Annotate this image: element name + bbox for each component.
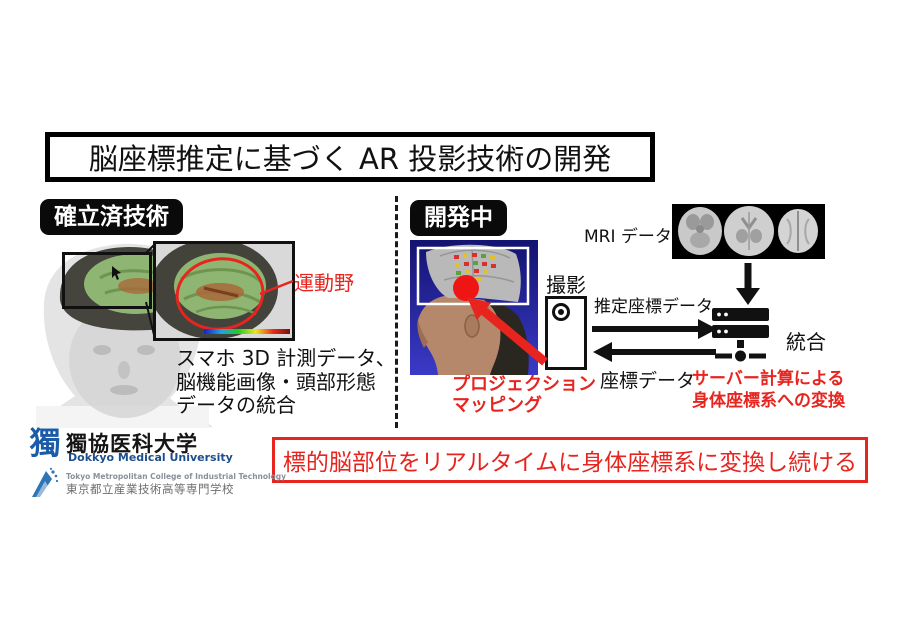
mri-scan-image <box>672 204 825 259</box>
brain-zoom-illustration <box>156 244 292 338</box>
in-development-label: 開発中 <box>410 200 507 236</box>
left-caption: スマホ 3D 計測データ、 脳機能画像・頭部形態 データの統合 <box>176 346 396 418</box>
established-tech-label: 確立済技術 <box>40 199 183 235</box>
camera-icon <box>545 296 587 370</box>
bottom-banner: 標的脳部位をリアルタイムに身体座標系に変換し続ける <box>272 437 868 483</box>
projection-mapping-note: プロジェクション マッピング <box>452 374 596 416</box>
capture-label: 撮影 <box>546 273 586 297</box>
server-conversion-note: サーバー計算による 身体座標系への変換 <box>692 368 845 412</box>
estimated-coords-label: 推定座標データ <box>594 297 713 317</box>
mri-data-label: MRI データ <box>584 227 672 247</box>
caption-line-1: スマホ 3D 計測データ、 <box>176 346 396 370</box>
projected-red-dot <box>453 275 479 301</box>
tmcit-name-ja: 東京都立産業技術高等専門学校 <box>66 482 234 496</box>
colorbar <box>204 329 290 334</box>
motor-area-label: 運動野 <box>294 271 354 295</box>
caption-line-3: データの統合 <box>176 393 296 417</box>
dokkyo-logo-mark: 獨 <box>29 426 61 462</box>
projection-note-line-2: マッピング <box>452 395 542 416</box>
tmcit-name-en: Tokyo Metropolitan College of Industrial… <box>66 472 287 481</box>
left-arrow-icon <box>593 342 716 362</box>
dokkyo-university-name: 獨協医科大学 <box>66 432 198 456</box>
server-note-line-1: サーバー計算による <box>692 369 845 389</box>
server-icon <box>712 308 769 362</box>
section-divider <box>395 196 398 428</box>
down-arrow-icon <box>736 263 760 305</box>
zoom-source-rect <box>62 252 152 309</box>
page-title: 脳座標推定に基づく AR 投影技術の開発 <box>45 132 655 182</box>
projection-note-line-1: プロジェクション <box>452 374 596 395</box>
tmcit-logo-mark <box>32 467 59 497</box>
caption-line-2: 脳機能画像・頭部形態 <box>176 369 376 394</box>
dokkyo-university-name-en: Dokkyo Medical University <box>68 451 233 464</box>
coords-label: 座標データ <box>600 370 696 392</box>
integration-label: 統合 <box>786 330 826 354</box>
brain-inset-image <box>153 241 295 341</box>
right-arrow-icon <box>592 319 717 339</box>
head-photo <box>410 240 538 375</box>
server-note-line-2: 身体座標系への変換 <box>692 391 845 411</box>
